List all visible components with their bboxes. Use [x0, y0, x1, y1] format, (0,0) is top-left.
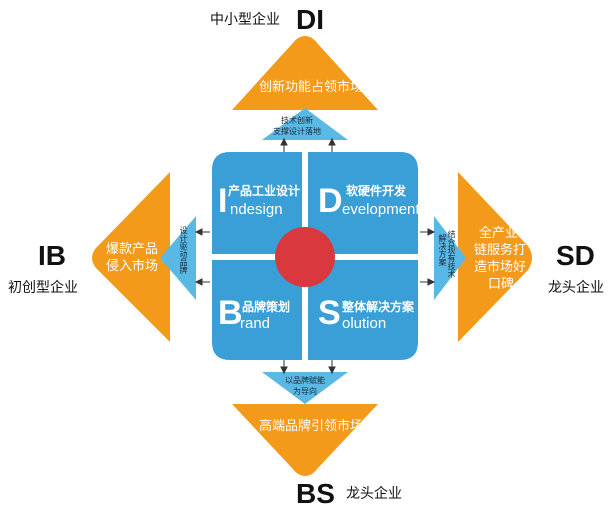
bottom-orange-shape: [232, 404, 378, 476]
right-orange-shape: [458, 172, 532, 342]
center-red-circle: [275, 227, 335, 287]
quadrant-tr-bg: [308, 152, 418, 254]
quadrant-br-title: 整体解决方案: [342, 300, 415, 314]
top-orange-text: 创新功能占领市场: [259, 80, 364, 95]
left-orange-text-2: 侵入市场: [106, 259, 159, 274]
right-orange-text-1: 全产业: [479, 226, 519, 241]
quadrant-bl-title: 品牌策划: [242, 300, 291, 314]
left-company-label: 初创型企业: [8, 280, 78, 296]
quadrant-bl-word: rand: [240, 315, 271, 332]
quadrant-tl-title: 产品工业设计: [228, 184, 301, 198]
top-company-label: 中小型企业: [210, 12, 280, 28]
quadrant-tr-word: evelopment: [342, 201, 420, 218]
quadrant-br-word: olution: [342, 315, 387, 332]
quadrant-tr-title: 软硬件开发: [346, 184, 407, 198]
quadrant-tl-word: ndesign: [230, 201, 283, 218]
right-small-triangle: [434, 216, 466, 300]
top-triangle-text-2: 支撑设计落地: [273, 127, 321, 136]
left-triangle-text: 设计驱动品牌: [179, 226, 188, 274]
quadrant-br-letter: S: [318, 294, 341, 332]
left-orange-text-1: 爆款产品: [106, 242, 159, 257]
right-orange-text-2: 链服务打: [474, 243, 527, 258]
top-small-triangle: [262, 108, 348, 140]
left-code-label: IB: [38, 240, 66, 271]
top-orange-shape: [232, 36, 378, 110]
right-triangle-text-2: 解决方案: [438, 234, 447, 266]
top-triangle-text-1: 技术创新: [281, 116, 313, 125]
quadrant-bl-letter: B: [218, 294, 243, 332]
bottom-triangle-text-2: 为导向: [293, 387, 317, 396]
quadrant-br-bg: [308, 260, 418, 360]
bottom-company-label: 龙头企业: [346, 486, 402, 502]
bottom-orange-text: 高端品牌引领市场: [259, 419, 364, 434]
right-code-label: SD: [556, 240, 595, 271]
bottom-small-triangle: [262, 372, 348, 404]
right-triangle-text-1: 结合现有技术: [447, 230, 456, 278]
right-company-label: 龙头企业: [548, 280, 604, 296]
top-code-label: DI: [296, 4, 324, 35]
bottom-code-label: BS: [296, 478, 335, 509]
connector-arrows: [194, 137, 436, 375]
right-orange-text-4: 口碑: [488, 277, 515, 292]
left-orange-shape: [92, 172, 170, 342]
bottom-triangle-text-1: 以品牌赋能: [285, 376, 325, 385]
quadrant-tl-letter: I: [218, 182, 228, 220]
quadrant-tr-letter: D: [318, 182, 343, 220]
quadrant-tl-bg: [212, 152, 302, 254]
right-orange-text-3: 造市场好: [474, 260, 527, 275]
quadrant-bl-bg: [212, 260, 302, 360]
left-small-triangle: [160, 216, 196, 300]
